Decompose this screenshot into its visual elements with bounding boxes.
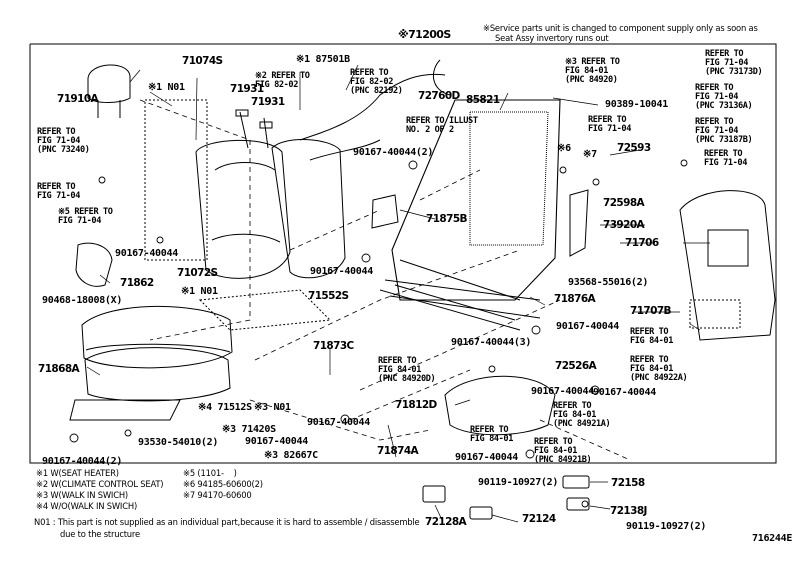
refer-to-label: ※5 REFER TO FIG 71-04 [58,207,113,227]
legend-line: ※1 W(SEAT HEATER) [36,468,119,478]
refer-to-label: REFER TO FIG 71-04 (PNC 73136A) [695,83,753,112]
part-number-label: 71868A [38,363,80,375]
part-number-label: 90167-40044 [531,386,594,397]
part-number-label: 72158 [611,477,645,489]
part-number-label: 71812D [395,399,437,411]
part-number-label: 72526A [555,360,597,372]
refer-to-label: REFER TO FIG 84-01 (PNC 84922A) [630,355,688,384]
seatback-cover-shape [195,139,291,279]
part-number-label: 90468-18008(X) [42,295,123,306]
part-number-label: ※1 87501B [296,54,350,65]
part-number-label: 90167-40044 [593,387,656,398]
part-number-label: 71862 [120,277,154,289]
legend-line: ※4 W/O(WALK IN SWICH) [36,501,138,511]
part-number-label: 71876A [554,293,596,305]
headrest-shape [87,64,131,103]
part-number-label: ※1 N01 [148,82,185,93]
part-number-label: ※3 71420S [222,424,276,435]
part-number-label: 90167-40044(3) [451,337,532,348]
part-number-label: 90167-40044 [115,248,178,259]
part-number-label: 90167-40044 [245,436,308,447]
part-number-label: ※4 71512S [198,402,252,413]
refer-to-label: REFER TO FIG 84-01 [470,425,513,445]
part-number-label: 72760D [418,90,460,102]
refer-to-label: REFER TO FIG 82-02 (PNC 82192) [350,68,403,97]
part-number-label: 72598A [603,197,645,209]
refer-to-label: REFER TO FIG 84-01 (PNC 84921A) [553,401,611,430]
part-number-label: 71931 [251,96,285,108]
part-number-label: 72138J [610,505,647,517]
part-number-label: ※6 [557,143,571,154]
legend-line: ※7 94170-60600 [183,490,252,500]
part-number-label: 93530-54010(2) [138,437,219,448]
legend-line: ※2 W(CLIMATE CONTROL SEAT) [36,479,164,489]
legend-line: ※5 (1101- ) [183,468,237,478]
n01-note: N01 : This part is not supplied as an in… [34,517,420,527]
part-number-label: ※3 82667C [264,450,318,461]
seat-cushion-shape [81,305,233,369]
part-number-label: 90119-10927(2) [478,477,559,488]
part-number-label: 71706 [625,237,659,249]
part-number-label: 72128A [425,516,467,528]
part-number-label: 90167-40044 [455,452,518,463]
refer-to-label: REFER TO FIG 71-04 [704,149,747,169]
refer-to-label: REFER TO FIG 84-01 (PNC 84920D) [378,356,436,385]
part-number-label: 90167-40044(2) [42,456,123,467]
refer-to-label: REFER TO FIG 84-01 [630,327,673,347]
part-number-label: 93568-55016(2) [568,277,649,288]
part-number-label: 90167-40044 [307,417,370,428]
part-number-label: 90167-40044(2) [353,147,434,158]
refer-to-label: REFER TO FIG 71-04 [588,115,631,135]
legend-line: ※3 W(WALK IN SWICH) [36,490,129,500]
refer-to-label: REFER TO FIG 71-04 [37,182,80,202]
n01-note-line2: due to the structure [60,529,140,539]
part-number-label: 90167-40044 [310,266,373,277]
refer-to-label: REFER TO FIG 71-04 (PNC 73240) [37,127,90,156]
part-number-label: 71072S [177,267,218,279]
part-number-label: 71910A [57,93,99,105]
part-number-label: ※1 N01 [181,286,218,297]
refer-to-label: REFER TO FIG 71-04 (PNC 73173D) [705,49,763,78]
service-note-line2: Seat Assy invertory runs out [495,33,609,43]
part-number-label: 71074S [182,55,223,67]
part-number-label: 71931 [230,83,264,95]
part-number-label: 85821 [466,94,500,106]
part-number-label: ※7 [583,149,597,160]
part-number-label: 72124 [522,513,556,525]
figure-number: 716244E [752,533,793,544]
refer-to-label: ※3 REFER TO FIG 84-01 (PNC 84920) [565,57,620,86]
part-number-label: 71707B [630,305,672,317]
refer-to-label: REFER TO ILLUST NO. 2 OF 2 [406,116,478,136]
part-number-label: 90389-10041 [605,99,668,110]
back-board-shape [679,190,776,341]
part-number-label: 71874A [377,445,419,457]
seat-frame-shape [391,99,561,301]
part-number-label: 72593 [617,142,651,154]
part-number-label: 71873C [313,340,354,352]
refer-to-label: REFER TO FIG 84-01 (PNC 84921B) [534,437,592,466]
part-number-label: 71875B [426,213,468,225]
part-number-label: 90119-10927(2) [626,521,707,532]
part-number-label: ※3 N01 [254,402,291,413]
part-number-label: 73920A [603,219,645,231]
part-number-label: 90167-40044 [556,321,619,332]
assembly-number: ※71200S [398,28,451,41]
refer-to-label: REFER TO FIG 71-04 (PNC 73187B) [695,117,753,146]
legend-line: ※6 94185-60600(2) [183,479,263,489]
service-note-line1: ※Service parts unit is changed to compon… [483,23,758,33]
refer-to-label: ※2 REFER TO FIG 82-02 [255,71,310,91]
main-frame-line [29,43,777,464]
part-number-label: 71552S [308,290,349,302]
